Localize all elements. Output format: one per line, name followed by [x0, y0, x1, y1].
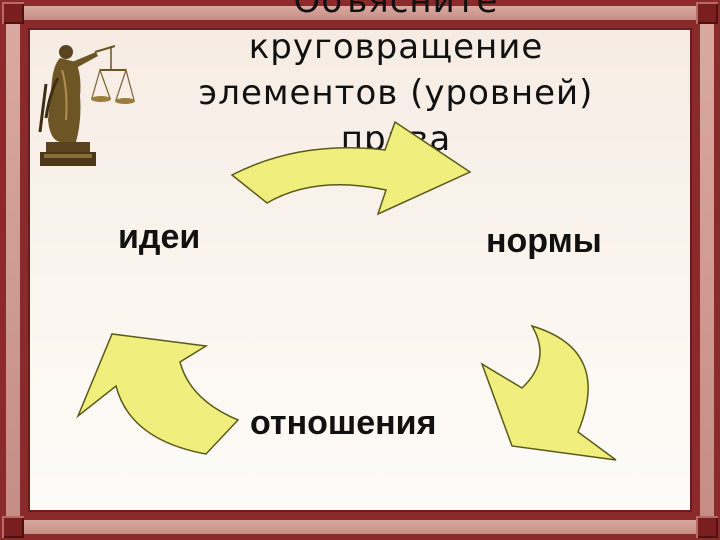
- frame-left-band: [6, 22, 20, 518]
- frame-top-band: [22, 6, 698, 20]
- title-line-1: Объясните: [293, 0, 499, 21]
- arrow-relations-to-ideas: [76, 333, 240, 455]
- themis-statue-icon: [38, 45, 135, 166]
- title-line-3: элементов (уровней): [198, 73, 594, 113]
- slide-content-area: [28, 28, 692, 512]
- frame-corner-tr: [696, 2, 718, 24]
- node-norms: нормы: [486, 222, 602, 260]
- frame-corner-br: [696, 516, 718, 538]
- title-line-2: круговращение: [248, 27, 544, 67]
- frame-right-band: [700, 22, 714, 518]
- node-relations: отношения: [250, 404, 437, 442]
- frame-corner-tl: [2, 2, 24, 24]
- node-ideas: идеи: [118, 218, 201, 256]
- arrow-ideas-to-norms: [230, 120, 472, 216]
- arrow-norms-to-relations: [480, 324, 617, 461]
- frame-bottom-band: [22, 520, 698, 534]
- frame-corner-bl: [2, 516, 24, 538]
